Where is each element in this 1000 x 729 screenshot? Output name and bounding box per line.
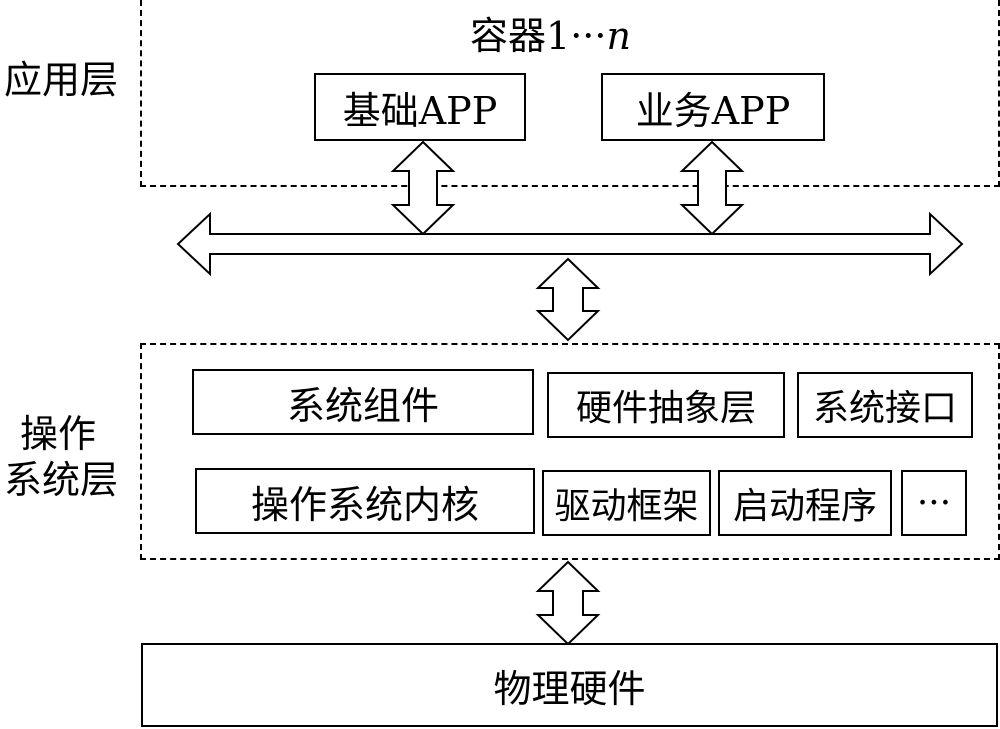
application-layer-label: 应用层: [4, 58, 119, 102]
more-box: ···: [901, 470, 967, 536]
system-bus-arrow: [176, 211, 964, 277]
bus-os-arrow: [535, 257, 601, 342]
container-title-prefix: 容器1: [470, 14, 571, 58]
business-app-box: 业务APP: [601, 73, 825, 141]
application-layer-container: [140, 0, 1000, 187]
basic-app-bus-arrow: [390, 140, 456, 236]
os-kernel-box: 操作系统内核: [195, 468, 535, 534]
os-layer-label-line1: 操作: [20, 412, 97, 456]
system-components-box: 系统组件: [192, 369, 534, 435]
os-layer-label-line2: 系统层: [4, 458, 119, 502]
os-hardware-arrow: [535, 560, 601, 646]
basic-app-box: 基础APP: [314, 73, 526, 141]
container-title: 容器1···n: [470, 14, 631, 60]
boot-program-box: 启动程序: [718, 470, 892, 536]
business-app-bus-arrow: [679, 140, 745, 236]
hal-box: 硬件抽象层: [547, 372, 785, 438]
os-layer-container: [140, 343, 1000, 560]
system-interface-box: 系统接口: [797, 372, 973, 438]
driver-framework-box: 驱动框架: [542, 470, 711, 536]
container-title-n: n: [606, 14, 631, 58]
physical-hardware-box: 物理硬件: [141, 643, 998, 727]
container-title-dots: ···: [570, 14, 607, 58]
